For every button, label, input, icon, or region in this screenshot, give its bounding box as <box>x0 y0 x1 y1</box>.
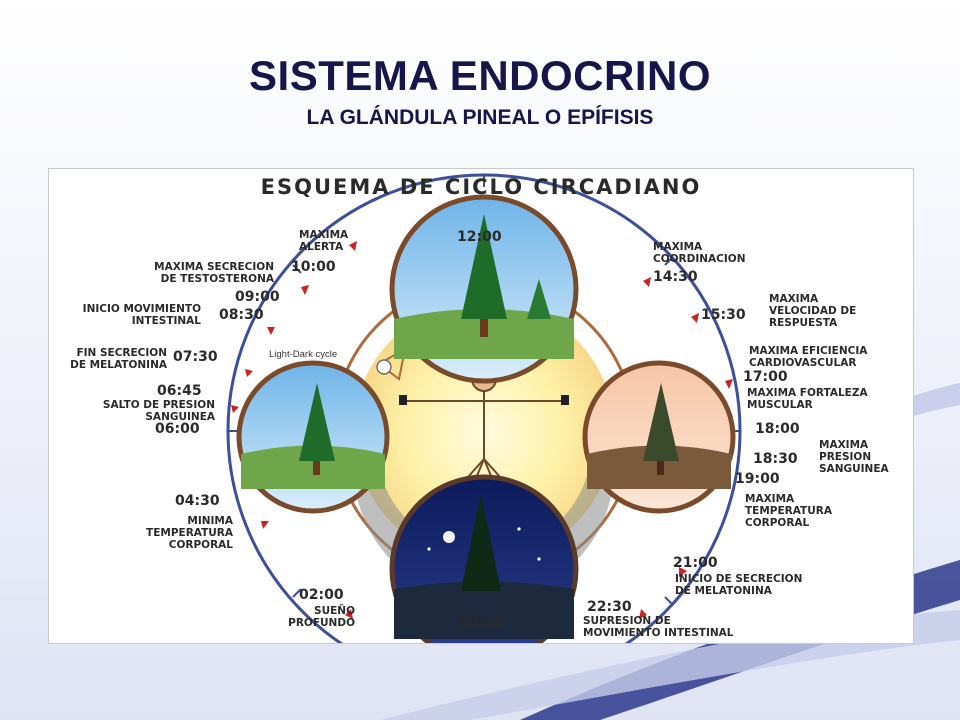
time-label: 15:30 <box>701 307 746 323</box>
light-dark-cycle-label: Light-Dark cycle <box>269 349 338 360</box>
time-label: 08:30 <box>219 307 264 323</box>
event-label: INICIO DE SECRECION DE MELATONINA <box>675 573 803 597</box>
time-label: 14:30 <box>653 269 698 285</box>
morning-scene-icon <box>236 360 390 514</box>
time-label: 22:30 <box>587 599 632 615</box>
time-label: 09:00 <box>235 289 280 305</box>
event-label: FIN SECRECION DE MELATONINA <box>70 347 167 371</box>
time-label: 06:00 <box>155 421 200 437</box>
time-label: 17:00 <box>743 369 788 385</box>
event-label: MAXIMA EFICIENCIA CARDIOVASCULAR <box>749 345 868 369</box>
event-label: MAXIMA COORDINACION <box>653 241 746 265</box>
event-label: MAXIMA VELOCIDAD DE RESPUESTA <box>769 293 857 329</box>
event-label: SALTO DE PRESION SANGUINEA <box>102 399 215 423</box>
event-label: MAXIMA PRESION SANGUINEA <box>819 439 889 475</box>
time-label: 07:30 <box>173 349 218 365</box>
time-label: 12:00 <box>457 229 502 245</box>
event-label: MAXIMA SECRECION DE TESTOSTERONA <box>154 261 274 285</box>
time-label: 04:30 <box>175 493 220 509</box>
time-label: 06:45 <box>157 383 202 399</box>
time-label: 10:00 <box>291 259 336 275</box>
event-label: SUPRESION DE MOVIMIENTO INTESTINAL <box>583 615 734 639</box>
event-label: MINIMA TEMPERATURA CORPORAL <box>146 515 233 551</box>
slide-title: SISTEMA ENDOCRINO <box>249 52 711 99</box>
scheme-title: ESQUEMA DE CICLO CIRCADIANO <box>260 175 702 199</box>
time-label: 21:00 <box>673 555 718 571</box>
moon-icon <box>443 531 455 543</box>
event-label: MAXIMA ALERTA <box>299 229 349 253</box>
clock-icon <box>376 359 392 375</box>
event-label: MAXIMA FORTALEZA MUSCULAR <box>747 387 868 411</box>
noon-scene-icon <box>389 194 579 384</box>
time-label: 02:00 <box>299 587 344 603</box>
time-label: 18:30 <box>753 451 798 467</box>
night-scene-icon <box>389 474 579 643</box>
time-label: 00:00 <box>459 615 504 631</box>
evening-scene-icon <box>582 360 736 514</box>
slide-subtitle: LA GLÁNDULA PINEAL O EPÍFISIS <box>306 106 654 129</box>
time-label: 18:00 <box>755 421 800 437</box>
event-label: SUEÑO PROFUNDO <box>288 605 355 629</box>
circadian-diagram: ESQUEMA DE CICLO CIRCADIANO Light-Dark c… <box>48 168 914 644</box>
event-label: INICIO MOVIMIENTO INTESTINAL <box>82 303 201 327</box>
diagram-graphic <box>226 173 742 643</box>
event-label: MAXIMA TEMPERATURA CORPORAL <box>745 493 832 529</box>
time-label: 19:00 <box>735 471 780 487</box>
